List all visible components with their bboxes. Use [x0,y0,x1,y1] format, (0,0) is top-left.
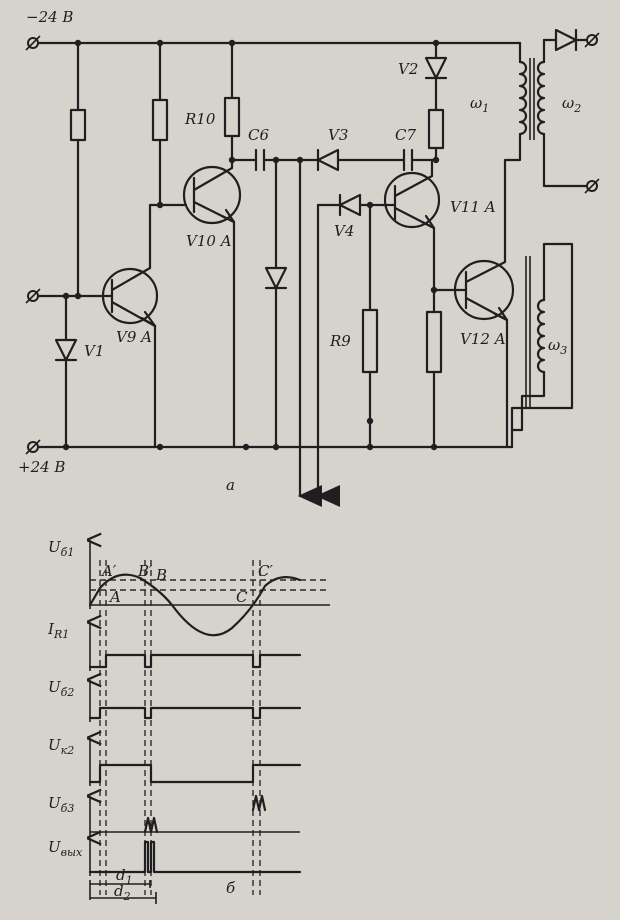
diode-v3 [316,148,340,172]
r10-label: R10 [184,110,216,128]
winding-w3 [536,298,546,374]
trace-label-1: IR1 [47,620,69,641]
trace-label-0: Uб1 [48,538,74,559]
trace-label-3: Uк2 [48,736,74,757]
trace-label-5: Uвых [48,838,83,859]
uout-pulse [88,840,302,874]
resistor-emitter-v11a [425,310,443,374]
c7-label: C7 [395,126,416,144]
transistor-v10a [182,165,242,225]
point-c-prime: C′ [258,562,273,580]
point-a-prime: A′ [100,562,117,580]
capacitor-c6 [254,148,266,172]
diode-v2 [424,56,448,80]
w3-label: ω3 [548,336,567,357]
c6-label: C6 [248,126,269,144]
diode-v1 [54,338,78,362]
d2-label: d2 [114,882,131,903]
v12a-label: V12 A [460,330,506,348]
point-a: A [108,588,121,606]
ir1-waveform [88,653,302,669]
ub2-waveform [88,706,302,720]
trace-label-2: Uб2 [48,678,74,699]
v9a-label: V9 A [116,328,152,346]
diode-c6-node [264,266,288,290]
point-b-prime: B′ [137,562,153,580]
ub1-sine-waveform [88,573,302,637]
resistor-r2 [151,98,169,142]
transistor-v9a [101,267,159,325]
resistor-r10 [223,96,241,138]
terminal-pos24-label: +24 В [18,458,65,476]
v10a-label: V10 A [186,232,232,250]
trace-label-4: Uб3 [48,794,74,815]
capacitor-c7 [402,148,414,172]
d1-label: d1 [116,866,133,887]
resistor-r9 [361,308,379,374]
ub3-pulse-c [251,794,267,812]
timing-part-label: б [226,879,236,897]
winding-w2 [536,60,546,136]
point-c: C [236,588,248,606]
winding-w1 [518,60,528,136]
w1-label: ω1 [470,94,489,115]
v11a-label: V11 A [450,198,496,216]
uk2-waveform [88,763,302,784]
point-b: B [155,566,167,584]
transistor-v11a [383,171,441,229]
v2-label: V2 [398,60,418,78]
circuit-part-label: а [226,476,235,494]
resistor-collector-v11a [427,108,445,150]
v4-label: V4 [334,222,354,240]
v3-label: V3 [328,126,348,144]
resistor-r1 [69,108,87,142]
diode-output [554,28,578,52]
r9-label: R9 [329,332,351,350]
v1-label: V1 [84,342,104,360]
w2-label: ω2 [562,94,581,115]
terminal-neg24-label: −24 В [26,8,73,26]
circuit-diagram: −24 В +24 В V1 V9 A [18,8,600,507]
diode-v4 [338,193,362,217]
